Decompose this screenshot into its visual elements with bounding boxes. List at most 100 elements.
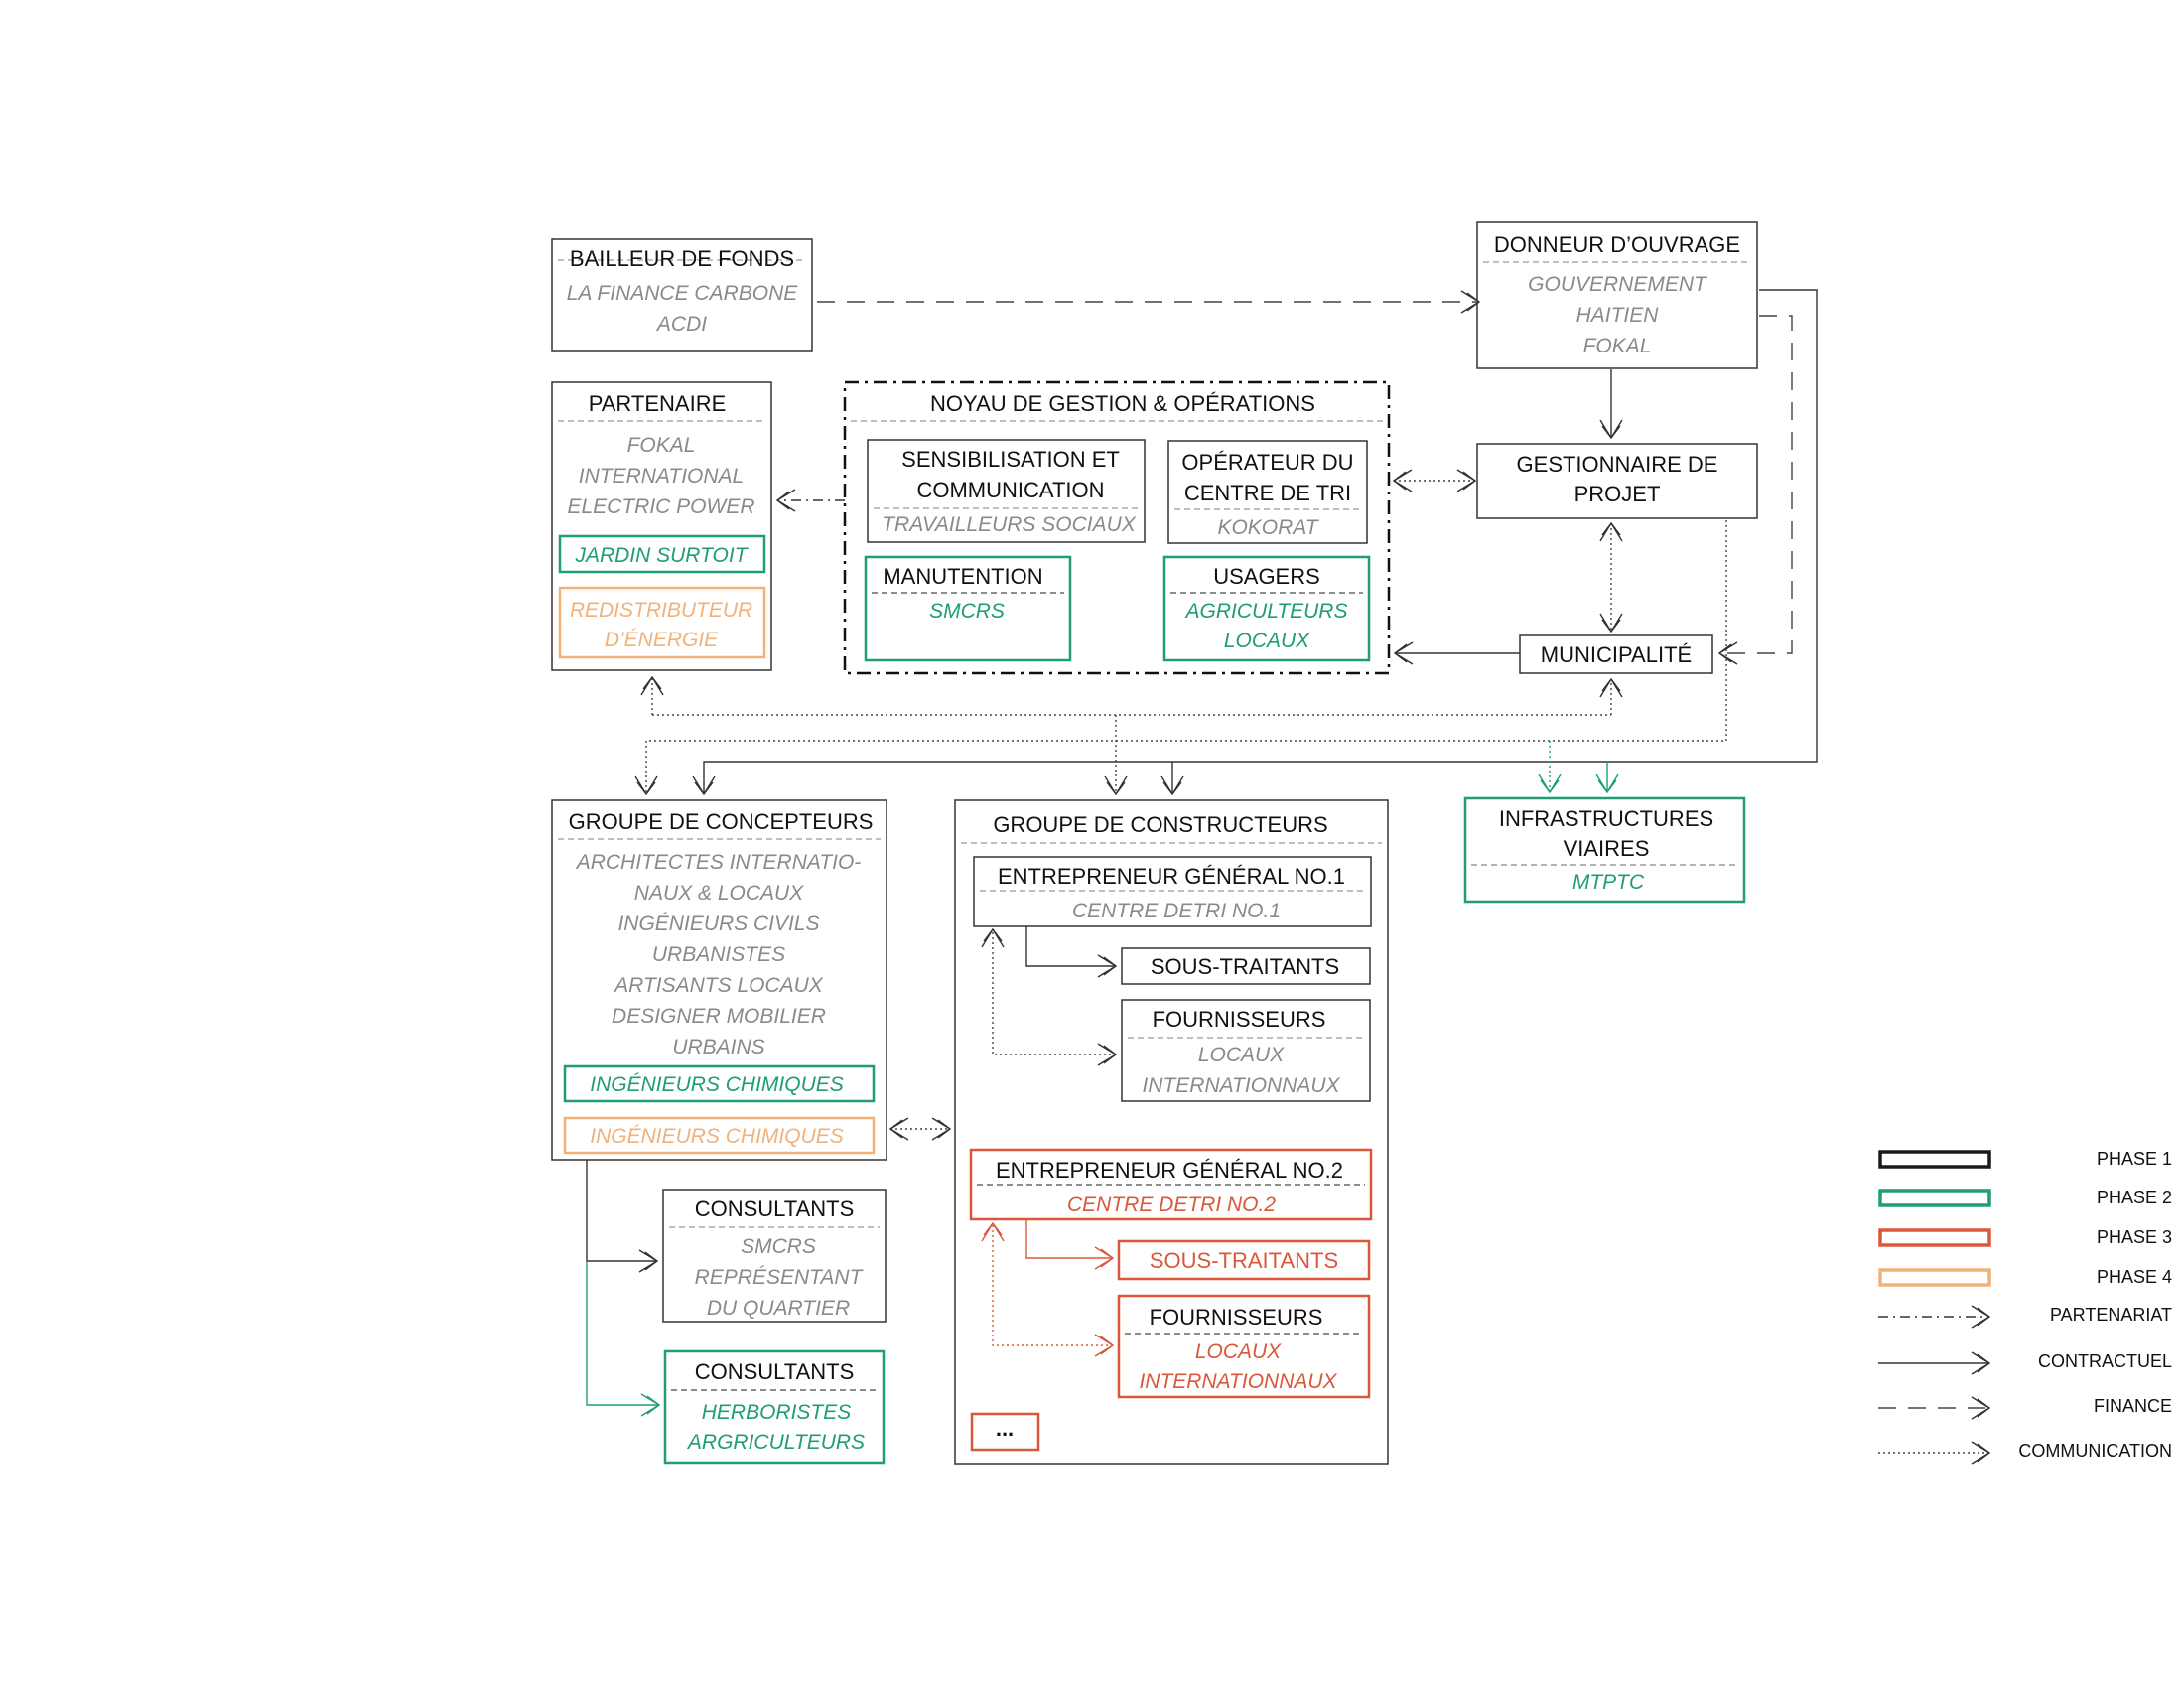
sensibilisation-node: SENSIBILISATION ET COMMUNICATION TRAVAIL… [867, 439, 1146, 543]
concepteurs-line: NAUX & LOCAUX [634, 882, 804, 905]
contract-link-entrepreneur2-soustraitants2 [1025, 1219, 1113, 1258]
ellipsis-node: ... [970, 1412, 1040, 1452]
consultants2-node: CONSULTANTS HERBORISTES ARGRICULTEURS [663, 1349, 886, 1465]
entrepreneur1-node: ENTREPRENEUR GÉNÉRAL NO.1 CENTRE DETRI N… [973, 856, 1372, 927]
soustraitants1-node: SOUS-TRAITANTS [1121, 947, 1371, 985]
concepteurs-node: GROUPE DE CONCEPTEURS ARCHITECTES INTERN… [551, 799, 887, 1161]
finance-link-donneur-municipalite [1719, 315, 1793, 653]
legend-phase3-label: PHASE 3 [2097, 1227, 2172, 1247]
consultants1-line: REPRÉSENTANT [695, 1266, 865, 1289]
legend-partnership-label: PARTENARIAT [2050, 1305, 2172, 1325]
sensibilisation-title: SENSIBILISATION ET [901, 447, 1120, 472]
entrepreneur1-title: ENTREPRENEUR GÉNÉRAL NO.1 [998, 864, 1345, 889]
legend-phase1-label: PHASE 1 [2097, 1149, 2172, 1169]
manutention-title: MANUTENTION [883, 564, 1042, 589]
soustraitants1-title: SOUS-TRAITANTS [1151, 954, 1339, 979]
manutention-line: SMCRS [929, 600, 1005, 623]
donneur-node: DONNEUR D’OUVRAGE GOUVERNEMENT HAITIEN F… [1476, 221, 1758, 369]
legend-finance-label: FINANCE [2094, 1396, 2172, 1416]
legend-phase3-swatch [1878, 1228, 1991, 1247]
contract-link-concepteurs-consultants1 [586, 1160, 657, 1261]
partenaire-title: PARTENAIRE [589, 391, 727, 416]
ellipsis-title: ... [996, 1416, 1014, 1441]
communication-link-gestionnaire-groups [646, 520, 1727, 794]
concepteurs-title: GROUPE DE CONCEPTEURS [569, 809, 874, 834]
legend: PHASE 1 PHASE 2 PHASE 3 PHASE 4 PARTENAR… [1878, 1149, 2172, 1461]
consultants1-title: CONSULTANTS [695, 1196, 855, 1221]
soustraitants2-node: SOUS-TRAITANTS [1117, 1239, 1371, 1281]
donneur-line: FOKAL [1583, 335, 1652, 357]
concepteurs-line: URBAINS [672, 1036, 764, 1058]
concepteurs-phase4-item: INGÉNIEURS CHIMIQUES [590, 1125, 844, 1148]
concepteurs-line: INGÉNIEURS CIVILS [617, 913, 819, 935]
entrepreneur2-line: CENTRE DETRI NO.2 [1067, 1194, 1276, 1216]
consultants1-line: DU QUARTIER [707, 1297, 850, 1320]
concepteurs-line: DESIGNER MOBILIER [612, 1005, 826, 1028]
municipalite-node: MUNICIPALITÉ [1519, 634, 1713, 674]
bailleur-line: ACDI [655, 313, 707, 336]
legend-phase1-swatch [1878, 1150, 1991, 1169]
gestionnaire-title: PROJET [1574, 482, 1661, 506]
partenaire-phase4-line: D’ÉNERGIE [605, 629, 719, 651]
gestionnaire-title: GESTIONNAIRE DE [1517, 452, 1718, 477]
partenaire-phase4-line: REDISTRIBUTEUR [570, 599, 752, 622]
fournisseurs2-title: FOURNISSEURS [1150, 1305, 1323, 1330]
entrepreneur2-node: ENTREPRENEUR GÉNÉRAL NO.2 CENTRE DETRI N… [969, 1148, 1373, 1221]
usagers-title: USAGERS [1213, 564, 1320, 589]
operateur-title: CENTRE DE TRI [1184, 481, 1351, 505]
noyau-title: NOYAU DE GESTION & OPÉRATIONS [930, 391, 1315, 416]
fournisseurs2-node: FOURNISSEURS LOCAUX INTERNATIONNAUX [1117, 1294, 1371, 1399]
fournisseurs2-line: LOCAUX [1195, 1340, 1282, 1363]
infrastructures-title: VIAIRES [1564, 836, 1650, 861]
operateur-line: KOKORAT [1217, 516, 1319, 539]
infrastructures-node: INFRASTRUCTURES VIAIRES MTPTC [1463, 796, 1746, 904]
consultants2-title: CONSULTANTS [695, 1359, 855, 1384]
communication-link-entrepreneur1-fournisseurs1 [993, 929, 1116, 1055]
donneur-title: DONNEUR D’OUVRAGE [1494, 232, 1740, 257]
bailleur-title: BAILLEUR DE FONDS [570, 246, 794, 271]
consultants1-line: SMCRS [741, 1235, 816, 1258]
municipalite-title: MUNICIPALITÉ [1541, 642, 1692, 667]
partenaire-node: PARTENAIRE FOKAL INTERNATIONAL ELECTRIC … [551, 381, 772, 671]
operateur-title: OPÉRATEUR DU [1181, 450, 1353, 475]
partenaire-line: FOKAL [627, 434, 696, 457]
legend-phase4-label: PHASE 4 [2097, 1267, 2172, 1287]
legend-phase2-label: PHASE 2 [2097, 1188, 2172, 1207]
contract-link-entrepreneur1-soustraitants1 [1025, 926, 1116, 966]
infrastructures-line: MTPTC [1572, 871, 1645, 894]
operateur-node: OPÉRATEUR DU CENTRE DE TRI KOKORAT [1167, 440, 1368, 544]
contract-link-concepteurs-consultants2 [586, 1261, 659, 1405]
legend-communication-label: COMMUNICATION [2018, 1441, 2172, 1461]
gestionnaire-node: GESTIONNAIRE DE PROJET [1476, 443, 1758, 519]
entrepreneur1-line: CENTRE DETRI NO.1 [1072, 900, 1281, 922]
bailleur-line: LA FINANCE CARBONE [567, 282, 799, 305]
partenaire-line: INTERNATIONAL [579, 465, 744, 488]
fournisseurs1-title: FOURNISSEURS [1153, 1007, 1326, 1032]
fournisseurs1-line: LOCAUX [1198, 1044, 1285, 1066]
noyau-node: NOYAU DE GESTION & OPÉRATIONS [843, 380, 1391, 675]
communication-link-entrepreneur2-fournisseurs2 [993, 1223, 1113, 1345]
concepteurs-line: URBANISTES [652, 943, 785, 966]
concepteurs-line: ARCHITECTES INTERNATIO- [575, 851, 862, 874]
consultants1-node: CONSULTANTS SMCRS REPRÉSENTANT DU QUARTI… [662, 1189, 887, 1323]
legend-phase2-swatch [1878, 1189, 1991, 1207]
legend-phase4-swatch [1878, 1268, 1991, 1287]
partenaire-line: ELECTRIC POWER [567, 495, 754, 518]
donneur-line: HAITIEN [1576, 304, 1660, 327]
constructeurs-title: GROUPE DE CONSTRUCTEURS [993, 812, 1327, 837]
entrepreneur2-title: ENTREPRENEUR GÉNÉRAL NO.2 [996, 1158, 1343, 1183]
donneur-line: GOUVERNEMENT [1528, 273, 1708, 296]
partenaire-phase2-item: JARDIN SURTOIT [574, 544, 749, 567]
fournisseurs1-line: INTERNATIONNAUX [1142, 1074, 1340, 1097]
consultants2-line: ARGRICULTEURS [686, 1431, 865, 1454]
concepteurs-phase2-item: INGÉNIEURS CHIMIQUES [590, 1073, 844, 1096]
infrastructures-title: INFRASTRUCTURES [1499, 806, 1713, 831]
usagers-node: USAGERS AGRICULTEURS LOCAUX [1162, 555, 1371, 662]
soustraitants2-title: SOUS-TRAITANTS [1150, 1248, 1338, 1273]
fournisseurs2-line: INTERNATIONNAUX [1139, 1370, 1337, 1393]
bailleur-node: BAILLEUR DE FONDS LA FINANCE CARBONE ACD… [551, 238, 813, 352]
sensibilisation-title: COMMUNICATION [916, 478, 1104, 502]
sensibilisation-line: TRAVAILLEURS SOCIAUX [882, 513, 1137, 536]
consultants2-line: HERBORISTES [702, 1401, 852, 1424]
